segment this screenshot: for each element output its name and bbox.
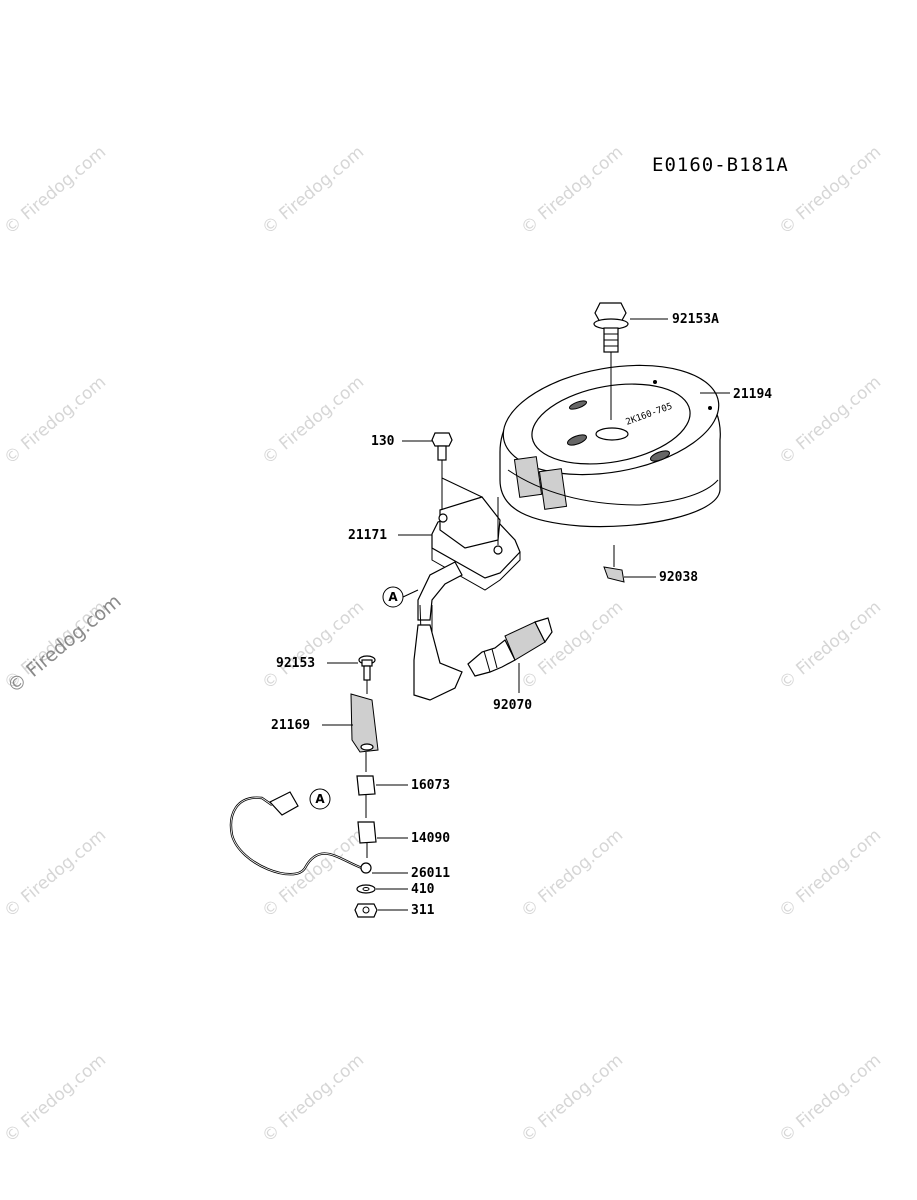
- watermark-text-17: © Firedog.com: [258, 1050, 368, 1147]
- watermark-text-3: © Firedog.com: [775, 142, 885, 239]
- side-watermark: © Firedog.com: [3, 590, 125, 698]
- watermark-text-13: © Firedog.com: [258, 825, 368, 922]
- watermark-text-19: © Firedog.com: [775, 1050, 885, 1147]
- part-label-92153: 92153: [276, 656, 315, 671]
- svg-text:A: A: [315, 792, 325, 806]
- part-label-14090: 14090: [411, 831, 450, 846]
- watermark-text-2: © Firedog.com: [517, 142, 627, 239]
- callout-a-upper: A: [382, 586, 419, 608]
- screw-drawing: [358, 655, 376, 694]
- diagram-code: E0160-B181A: [652, 154, 789, 176]
- spark-plug-drawing: [467, 617, 553, 693]
- part-label-311: 311: [411, 903, 435, 918]
- part-label-21194: 21194: [733, 387, 772, 402]
- watermark-text-0: © Firedog.com: [0, 142, 110, 239]
- part-label-92070: 92070: [493, 698, 532, 713]
- watermark-text-11: © Firedog.com: [775, 597, 885, 694]
- watermark-text-18: © Firedog.com: [517, 1050, 627, 1147]
- part-label-21169: 21169: [271, 718, 310, 733]
- watermark-text-14: © Firedog.com: [517, 825, 627, 922]
- part-label-410: 410: [411, 882, 435, 897]
- stopper-drawing: [350, 693, 379, 753]
- callout-a-lower: A: [309, 788, 331, 810]
- watermark-text-4: © Firedog.com: [0, 372, 110, 469]
- washer-drawing: [356, 884, 376, 894]
- terminal-16073-drawing: [356, 775, 376, 796]
- part-label-26011: 26011: [411, 866, 450, 881]
- part-label-92038: 92038: [659, 570, 698, 585]
- part-label-21171: 21171: [348, 528, 387, 543]
- part-label-130: 130: [371, 434, 395, 449]
- nut-drawing: [354, 903, 378, 918]
- watermark-layer: © Firedog.com © Firedog.com © Firedog.com ©…: [0, 142, 885, 1147]
- part-label-16073: 16073: [411, 778, 450, 793]
- watermark-text-15: © Firedog.com: [775, 825, 885, 922]
- flywheel-key-drawing: [603, 566, 625, 583]
- ignition-coil-drawing: [413, 477, 521, 701]
- terminal-14090-drawing: [357, 821, 377, 844]
- watermark-text-16: © Firedog.com: [0, 1050, 110, 1147]
- watermark-text-5: © Firedog.com: [258, 372, 368, 469]
- watermark-text-1: © Firedog.com: [258, 142, 368, 239]
- watermark-text-12: © Firedog.com: [0, 825, 110, 922]
- watermark-text-7: © Firedog.com: [775, 372, 885, 469]
- part-label-92153A: 92153A: [672, 312, 719, 327]
- flywheel-bolt-drawing: [593, 302, 629, 420]
- svg-text:A: A: [388, 590, 398, 604]
- watermark-text-9: © Firedog.com: [258, 597, 368, 694]
- wire-lead-drawing: [229, 791, 372, 876]
